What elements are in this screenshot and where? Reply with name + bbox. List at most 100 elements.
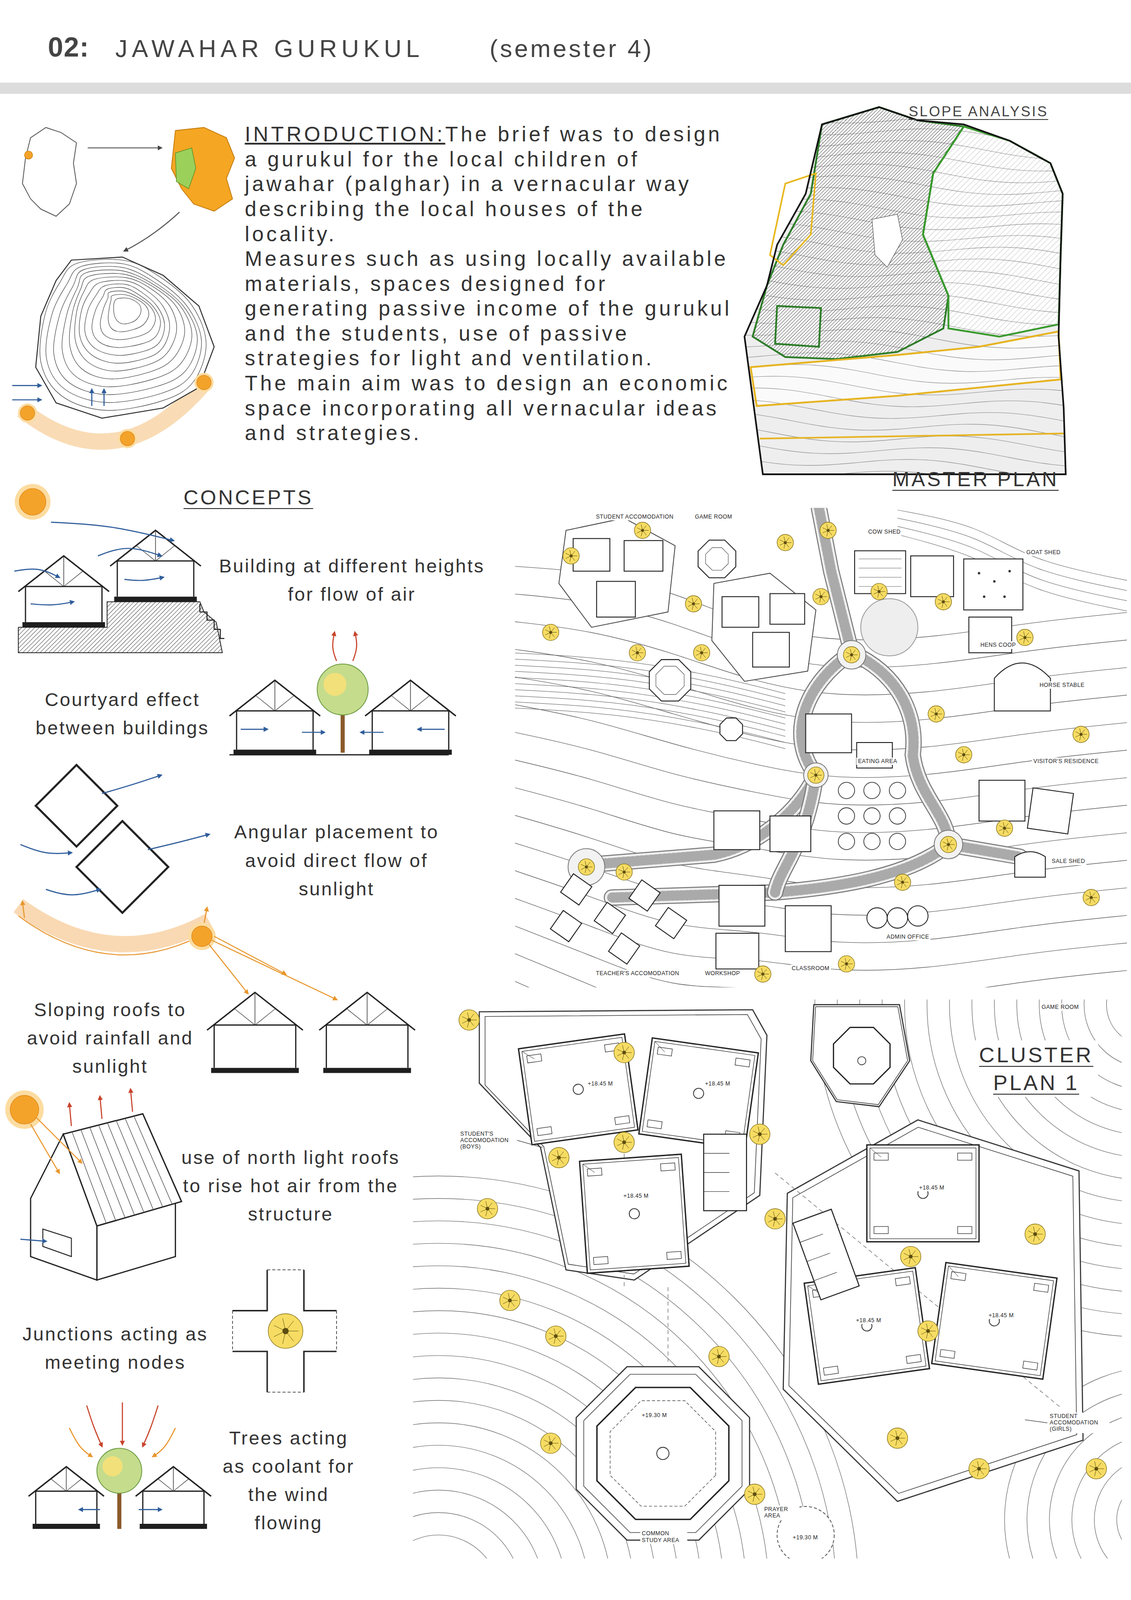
tree-crown (562, 547, 580, 565)
header-band (0, 82, 1131, 94)
contour (739, 199, 1076, 218)
flow-arrow (22, 901, 25, 919)
sun-glow (17, 403, 37, 423)
stall-line (858, 567, 902, 569)
tree-crown (548, 1147, 570, 1168)
bunk (666, 1251, 682, 1260)
tree-symbol (955, 746, 972, 763)
tree-crown (843, 646, 860, 664)
building (518, 1033, 639, 1145)
semester-note: (semester 4) (489, 33, 654, 63)
plan-label: SALE SHED (1050, 857, 1087, 865)
sun (19, 488, 46, 515)
tree-symbol (900, 1246, 922, 1267)
plan-label: +18.45 M (622, 1192, 650, 1200)
building (715, 933, 759, 969)
tree-trunk (1033, 1232, 1038, 1236)
flow-arrow (142, 1405, 159, 1447)
dining-table (863, 833, 881, 850)
text-slot: PRAYER AREA (762, 1505, 800, 1520)
sketch-line (155, 530, 156, 561)
bunk (593, 1256, 608, 1265)
flow-arrow (102, 775, 162, 794)
tree-elevation (96, 1447, 142, 1529)
sketch-line (255, 695, 295, 711)
pathway (612, 652, 949, 898)
contour (40, 259, 207, 411)
platform-edge (788, 1126, 1077, 1494)
plan-label: +18.45 M (854, 1316, 883, 1324)
window (42, 1229, 72, 1257)
tree-symbol (685, 595, 702, 613)
house-section (365, 680, 457, 755)
concept-sketch (5, 1089, 182, 1280)
steps (199, 603, 225, 639)
contour (514, 896, 1127, 971)
sun (197, 375, 212, 390)
coop-dot (977, 571, 981, 575)
hearth (572, 1083, 584, 1095)
tree-trunk (934, 712, 938, 716)
roof-line (72, 1131, 107, 1224)
contour (739, 123, 1076, 148)
contour (413, 1265, 769, 1559)
hearth (628, 1208, 640, 1220)
sale-shed (1014, 851, 1046, 877)
tree-symbol (996, 819, 1013, 837)
inner-wall (521, 1037, 635, 1142)
sketch-line (254, 992, 255, 1026)
text-slot: TEACHER'S ACCOMODATION (594, 968, 681, 977)
tree-trunk (691, 602, 695, 606)
building (594, 902, 626, 934)
plan-label: EATING AREA (856, 757, 899, 765)
building (752, 632, 790, 667)
inner-wall (870, 1147, 977, 1239)
building (550, 910, 582, 942)
house-section (319, 992, 416, 1074)
roof-line (89, 1127, 126, 1218)
plinth (211, 1067, 299, 1073)
contour (69, 273, 185, 379)
contour (74, 276, 177, 372)
contour (739, 364, 1076, 384)
plan-label: HENS COOP (979, 641, 1018, 649)
pathway (819, 508, 852, 654)
tree-symbol (548, 1147, 570, 1168)
concept-sketch (232, 1269, 337, 1392)
contour (739, 152, 1076, 172)
contour (1071, 1433, 1122, 1559)
leader-line (1024, 1419, 1048, 1423)
cluster-platform (810, 1004, 910, 1107)
tree-crown (955, 746, 972, 763)
stall-line (858, 558, 902, 560)
tree-crown (316, 664, 369, 716)
flow-arrow (46, 889, 101, 895)
building (1027, 787, 1074, 834)
intro-text: Measures such as using locally available… (244, 247, 732, 370)
sketch-line (172, 1466, 174, 1492)
tree-symbol (545, 1325, 566, 1347)
sketch-line (18, 555, 109, 592)
study-area (649, 659, 691, 701)
plan-block (76, 820, 169, 913)
text-slot: Trees acting as coolant for the wind flo… (217, 1423, 360, 1537)
roof-line (116, 1120, 154, 1210)
cluster-platform (711, 573, 816, 682)
stall-line (858, 576, 902, 578)
tree-trunk (549, 630, 552, 634)
contour (514, 695, 786, 737)
tree-symbol (693, 644, 711, 661)
tree-crown (819, 522, 837, 539)
concept-caption: Trees acting as coolant for the wind flo… (217, 1423, 360, 1537)
flow-arrow (121, 1402, 123, 1445)
tree-trunk (819, 595, 823, 598)
junction-node (803, 762, 829, 788)
hearth (656, 1447, 670, 1460)
contour (514, 701, 786, 743)
sketch-line (135, 1466, 211, 1497)
slope-zone (775, 306, 822, 347)
building (887, 907, 908, 929)
text-slot: +19.30 M (640, 1410, 669, 1419)
tree-symbol (843, 646, 860, 664)
sketch-line (66, 1466, 67, 1492)
